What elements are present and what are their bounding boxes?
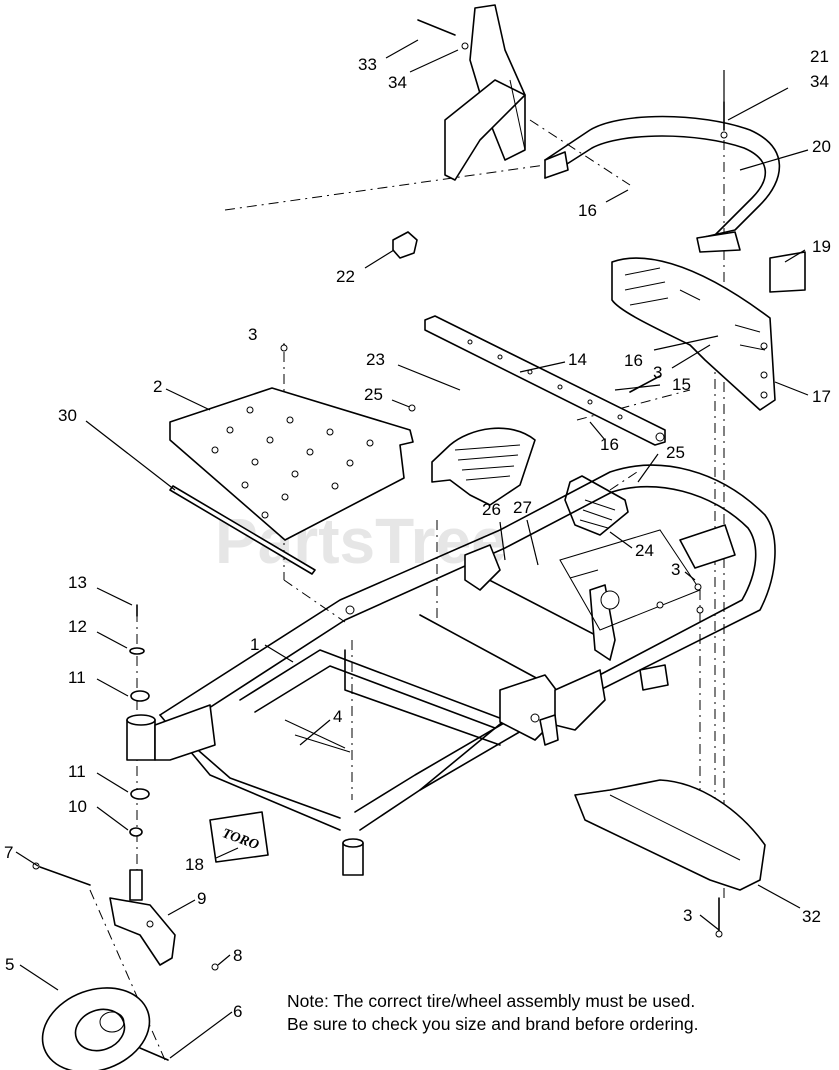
leader-lines	[15, 39, 809, 1059]
callout-14: 14	[568, 350, 587, 369]
caster-tubes	[126, 704, 364, 876]
callout-11: 11	[68, 668, 86, 687]
callout-1: 1	[250, 635, 259, 654]
callout-7: 7	[4, 843, 13, 862]
callout-21: 21	[810, 47, 829, 66]
callout-12: 12	[68, 617, 87, 636]
step-pad	[564, 475, 629, 536]
callout-15: 15	[672, 375, 691, 394]
caster-hardware	[129, 604, 150, 837]
decal-plate	[769, 251, 806, 293]
lower-guard	[574, 779, 766, 891]
ordering-note: Note: The correct tire/wheel assembly mu…	[287, 990, 832, 1036]
main-frame	[159, 464, 776, 831]
callout-33: 33	[358, 55, 377, 74]
handle-bar	[544, 101, 781, 253]
spacer-block	[392, 231, 418, 259]
callout-30: 30	[58, 406, 77, 425]
callout-20: 20	[812, 137, 831, 156]
vented-cover	[431, 427, 536, 506]
callout-34: 34	[388, 73, 407, 92]
lower-plate	[284, 719, 351, 753]
callout-labels: 33 34 21 34 20 16 22 19 16 3 17 3 14 23 …	[4, 47, 831, 1021]
callout-24: 24	[635, 541, 654, 560]
callout-25: 25	[666, 443, 685, 462]
callout-6: 6	[233, 1002, 242, 1021]
callout-3: 3	[248, 325, 257, 344]
pivot-bracket	[417, 4, 526, 181]
note-line-1: Note: The correct tire/wheel assembly mu…	[287, 991, 696, 1011]
callout-2: 2	[153, 377, 162, 396]
callout-34: 34	[810, 72, 829, 91]
callout-3: 3	[683, 906, 692, 925]
caster-wheel-assembly	[32, 862, 219, 1070]
support-rail	[424, 315, 666, 446]
callout-27: 27	[513, 498, 532, 517]
callout-5: 5	[5, 955, 14, 974]
callout-16: 16	[600, 435, 619, 454]
callout-3: 3	[653, 363, 662, 382]
callout-11: 11	[68, 762, 86, 781]
toro-emblem: TORO	[209, 811, 269, 863]
callout-25: 25	[364, 385, 383, 404]
callout-32: 32	[802, 907, 821, 926]
callout-9: 9	[197, 889, 206, 908]
callout-16: 16	[624, 351, 643, 370]
alignment-lines	[89, 119, 725, 1061]
callout-18: 18	[185, 855, 204, 874]
callout-10: 10	[68, 797, 87, 816]
side-guard-plate	[611, 257, 776, 411]
callout-22: 22	[336, 267, 355, 286]
note-line-2: Be sure to check you size and brand befo…	[287, 1014, 699, 1034]
callout-23: 23	[366, 350, 385, 369]
callout-4: 4	[333, 707, 342, 726]
callout-17: 17	[812, 387, 831, 406]
callout-26: 26	[482, 500, 501, 519]
callout-13: 13	[68, 573, 87, 592]
callout-16: 16	[578, 201, 597, 220]
callout-3: 3	[671, 560, 680, 579]
floor-plate	[169, 387, 414, 541]
callout-19: 19	[812, 237, 831, 256]
callout-8: 8	[233, 946, 242, 965]
